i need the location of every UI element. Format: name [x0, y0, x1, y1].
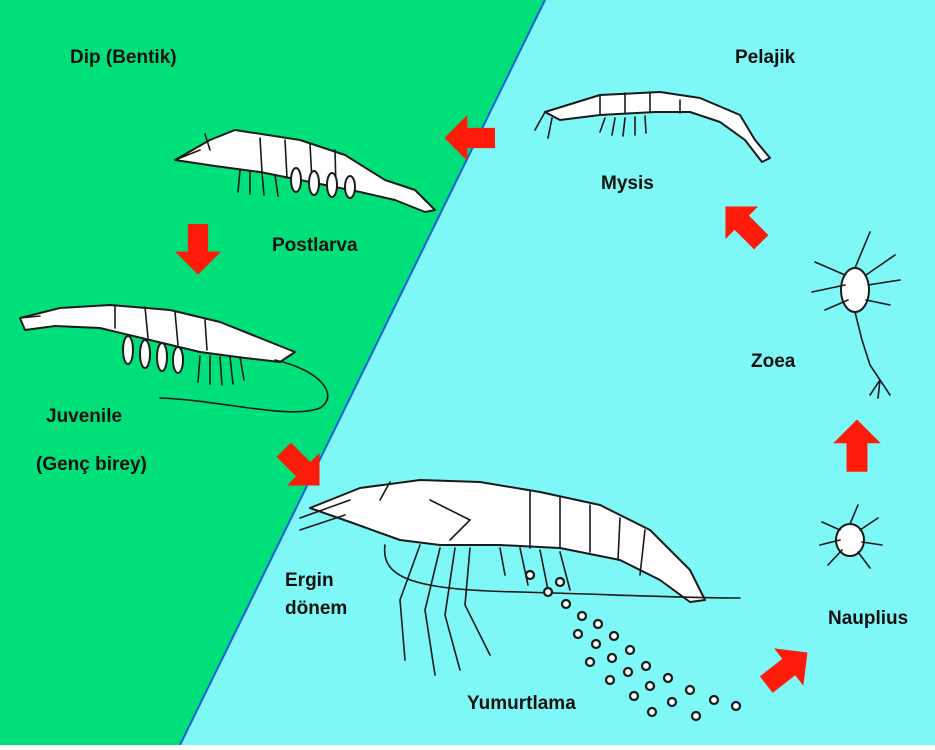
benthic-zone-label: Dip (Bentik)	[70, 47, 177, 68]
mysis-label: Mysis	[601, 173, 654, 194]
spawning-label: Yumurtlama	[467, 693, 576, 714]
juvenile-turkish-label: (Genç birey)	[36, 454, 147, 475]
zoea-label: Zoea	[751, 351, 796, 372]
pelagic-zone-label: Pelajik	[735, 47, 796, 68]
juvenile-label: Juvenile	[46, 406, 122, 427]
adult-label-line1: Ergin	[285, 570, 334, 591]
postlarva-label: Postlarva	[272, 235, 358, 256]
nauplius-label: Nauplius	[828, 608, 908, 629]
adult-label-line2: dönem	[285, 598, 347, 619]
